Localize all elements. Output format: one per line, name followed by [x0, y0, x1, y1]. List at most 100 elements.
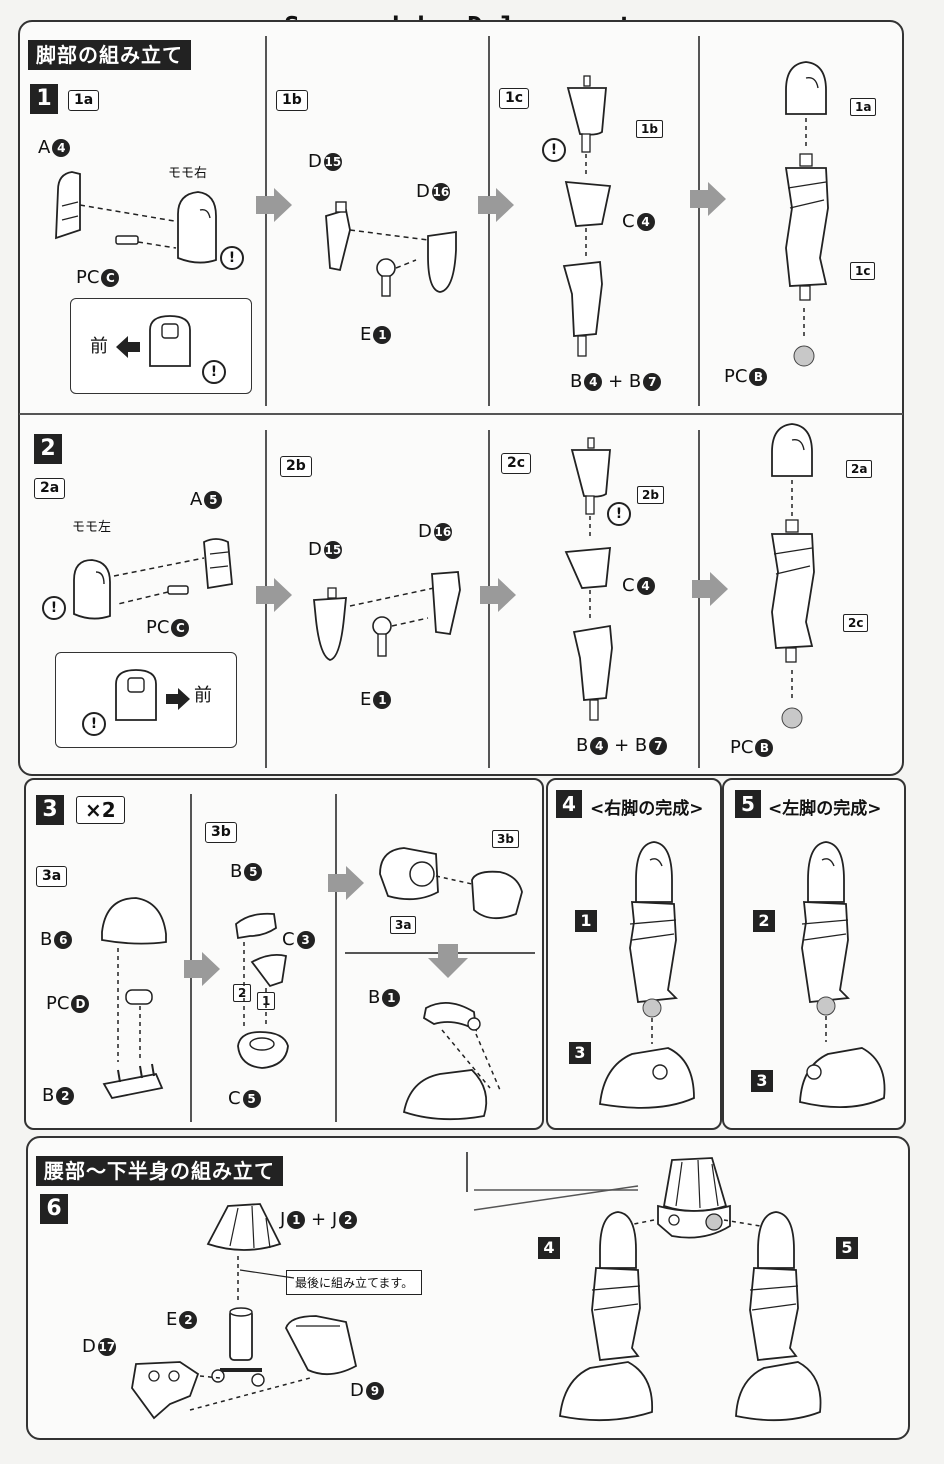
substep-2c: 2c	[501, 453, 532, 474]
leg-assembly-panel	[18, 20, 904, 776]
step2d-leg-drawing	[770, 423, 815, 729]
step1a-parts-drawing	[55, 171, 217, 264]
step6-waist-parts-drawing	[131, 1203, 358, 1420]
ref-tag-2a: 2a	[846, 460, 873, 478]
warning-icon: !	[607, 502, 631, 526]
ref-step-3: 3	[569, 1042, 591, 1064]
substep-1b: 1b	[276, 90, 308, 111]
step2c-parts-drawing	[564, 437, 613, 721]
step-5-number: 5	[735, 790, 761, 818]
divider	[19, 413, 903, 415]
substep-3b: 3b	[205, 822, 237, 843]
order-tag-2: 2	[233, 984, 252, 1002]
ref-step-2: 2	[753, 910, 775, 932]
thigh-left-label: モモ左	[72, 520, 112, 535]
right-leg-complete-title: <右脚の完成>	[590, 799, 704, 819]
warning-icon: !	[42, 596, 66, 620]
flow-arrow-icon	[328, 866, 364, 900]
ref-tag-3b: 3b	[492, 830, 519, 848]
ref-tag-3a: 3a	[390, 916, 417, 934]
quantity-badge: ×2	[76, 796, 125, 824]
left-leg-complete-title: <左脚の完成>	[768, 799, 882, 819]
final-lower-body-assembly-drawing	[473, 1157, 822, 1422]
ref-step-4: 4	[538, 1237, 560, 1259]
warning-icon: !	[542, 138, 566, 162]
front-arrow-icon	[116, 336, 140, 358]
flow-arrow-icon	[256, 188, 292, 222]
ref-step-1: 1	[575, 910, 597, 932]
step-3-number: 3	[36, 795, 64, 825]
warning-icon: !	[82, 712, 106, 736]
flow-arrow-icon	[692, 572, 728, 606]
ref-step-5: 5	[836, 1237, 858, 1259]
divider	[265, 36, 267, 406]
divider	[466, 1152, 468, 1192]
down-arrow-icon	[428, 944, 468, 978]
thigh-top-view-drawing	[149, 315, 191, 367]
ref-tag-1c: 1c	[850, 262, 876, 280]
step3c-parts-drawing	[379, 847, 523, 920]
front-label: 前	[194, 685, 212, 706]
flow-arrow-icon	[480, 578, 516, 612]
divider	[698, 36, 700, 406]
front-arrow-icon	[166, 688, 190, 710]
ref-tag-2b: 2b	[637, 486, 664, 504]
step-6-number: 6	[40, 1194, 68, 1224]
flow-arrow-icon	[478, 188, 514, 222]
step3d-foot-drawing	[402, 1002, 501, 1121]
step3b-parts-drawing	[235, 912, 289, 1069]
divider	[335, 794, 337, 1122]
step2a-parts-drawing	[73, 538, 233, 620]
step-4-number: 4	[556, 790, 582, 818]
ref-step-3: 3	[751, 1070, 773, 1092]
substep-2b: 2b	[280, 456, 312, 477]
order-tag-1: 1	[257, 992, 276, 1010]
substep-2a: 2a	[34, 478, 66, 499]
ref-tag-1b: 1b	[636, 120, 663, 138]
thigh-right-label: モモ右	[168, 166, 208, 181]
left-leg-assembly-drawing	[799, 841, 886, 1109]
ref-tag-1a: 1a	[850, 98, 877, 116]
substep-3a: 3a	[36, 866, 68, 887]
section-title-leg: 脚部の組み立て	[28, 40, 191, 70]
substep-1a: 1a	[68, 90, 100, 111]
warning-icon: !	[220, 246, 244, 270]
flow-arrow-icon	[690, 182, 726, 216]
section-title-waist: 腰部〜下半身の組み立て	[36, 1156, 283, 1186]
step1b-parts-drawing	[325, 201, 457, 297]
thigh-top-view-drawing	[115, 669, 157, 721]
ref-tag-2c: 2c	[843, 614, 869, 632]
flow-arrow-icon	[256, 578, 292, 612]
divider	[698, 430, 700, 768]
step2b-parts-drawing	[313, 571, 461, 661]
divider	[190, 794, 192, 1122]
assemble-last-note: 最後に組み立てます。	[286, 1270, 423, 1295]
substep-1c: 1c	[499, 88, 530, 109]
step-2-number: 2	[34, 434, 62, 464]
step3a-parts-drawing	[101, 897, 167, 1100]
